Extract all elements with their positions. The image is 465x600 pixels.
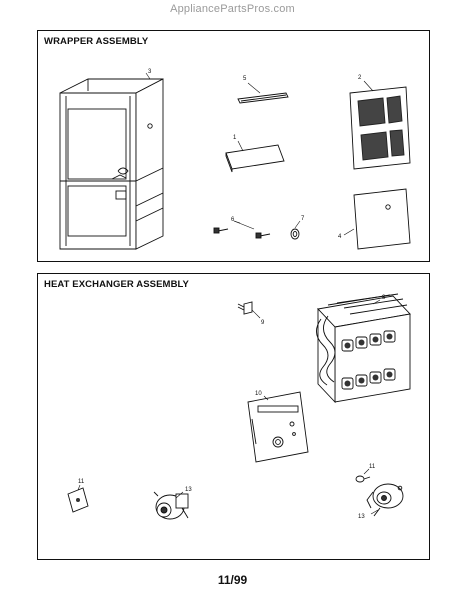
heat-exchanger-assembly-diagram: 9 8 10 11 13 11 13 — [67, 293, 411, 520]
wrapper-assembly-diagram: 3 5 2 1 6 7 4 — [59, 69, 411, 250]
grommet-part[interactable] — [290, 228, 300, 240]
callout-8: 8 — [382, 295, 386, 301]
callout-9: 9 — [261, 320, 265, 326]
callout-10: 10 — [255, 391, 262, 397]
callout-5: 5 — [243, 76, 247, 82]
heat-exchanger-assembly-panel: HEAT EXCHANGER ASSEMBLY — [37, 273, 430, 560]
screws-part[interactable] — [213, 227, 271, 239]
callout-13-left: 13 — [185, 487, 192, 493]
callout-1: 1 — [233, 135, 237, 141]
callout-13-right: 13 — [358, 514, 365, 520]
callout-2: 2 — [358, 75, 362, 81]
inducer-motor-part-right[interactable] — [366, 483, 404, 517]
cabinet-part[interactable] — [59, 78, 164, 250]
strip-part[interactable] — [237, 92, 289, 104]
gasket-ring-part-right[interactable] — [355, 475, 371, 483]
collector-box-part[interactable] — [247, 391, 309, 463]
gasket-part-left[interactable] — [67, 487, 89, 513]
callout-11-right: 11 — [369, 464, 376, 470]
wrapper-assembly-title: WRAPPER ASSEMBLY — [44, 36, 149, 47]
wrapper-assembly-panel: WRAPPER ASSEMBLY — [37, 30, 430, 262]
heat-exchanger-assembly-title: HEAT EXCHANGER ASSEMBLY — [44, 279, 189, 290]
louvered-panel-part[interactable] — [349, 86, 411, 170]
callout-3: 3 — [148, 69, 152, 75]
callout-7: 7 — [301, 216, 305, 222]
heat-exchanger-part[interactable] — [316, 293, 411, 404]
inducer-motor-part-left[interactable] — [153, 491, 189, 520]
watermark: AppliancePartsPros.com — [170, 3, 295, 15]
callout-6: 6 — [231, 217, 235, 223]
callout-11-left: 11 — [78, 479, 85, 485]
limit-switch-part[interactable] — [237, 301, 253, 315]
access-door-part[interactable] — [225, 144, 285, 173]
callout-4: 4 — [338, 234, 342, 240]
page-number: 11/99 — [217, 573, 248, 587]
cover-plate-part[interactable] — [353, 188, 411, 250]
